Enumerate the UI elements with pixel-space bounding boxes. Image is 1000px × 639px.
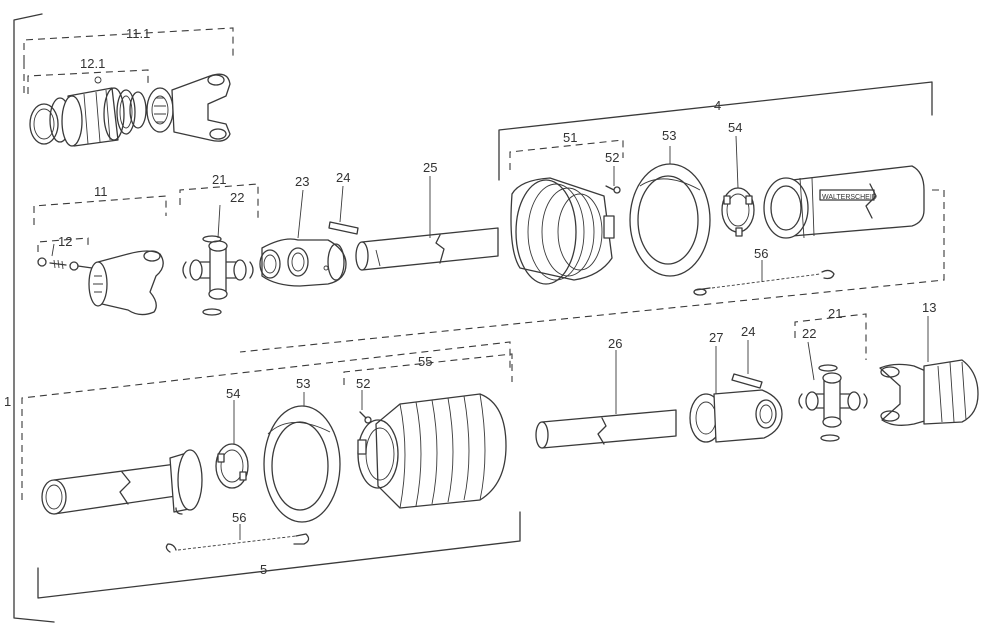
screw-12	[37, 257, 93, 271]
group-bracket-11-1	[23, 27, 234, 95]
label-24-bot: 24	[741, 324, 755, 339]
cross-journal-22-bot	[798, 364, 868, 442]
label-12-1: 12.1	[80, 56, 105, 71]
group-bracket-21-bot	[794, 313, 867, 360]
label-25: 25	[423, 160, 437, 175]
screw-52-bot	[359, 411, 372, 424]
label-55: 55	[418, 354, 432, 369]
snap-ring-large	[29, 103, 59, 145]
bellows-55	[357, 393, 507, 509]
label-11-1: 11.1	[126, 26, 150, 41]
clutch-ring-3	[129, 91, 147, 129]
label-4: 4	[714, 98, 721, 113]
label-26: 26	[608, 336, 622, 351]
label-22-top: 22	[230, 190, 244, 205]
group-bracket-51	[509, 139, 624, 170]
outer-tube-guard: WALTERSCHEID	[763, 165, 925, 239]
group-bracket-11	[33, 195, 167, 225]
group-bracket-4	[239, 81, 945, 353]
clutch-ring-2	[116, 89, 136, 135]
bearing-ring-54-bot	[215, 443, 249, 489]
chain-56-top	[693, 269, 835, 296]
yoke-top-left	[171, 73, 231, 142]
label-5: 5	[260, 562, 267, 577]
label-52-bot: 52	[356, 376, 370, 391]
label-56-bot: 56	[232, 510, 246, 525]
yoke-27	[689, 389, 783, 443]
group-bracket-21-top	[179, 183, 259, 222]
label-12: 12	[58, 234, 72, 249]
group-bracket-12	[37, 237, 89, 252]
yoke-13	[879, 359, 979, 426]
label-23: 23	[295, 174, 309, 189]
screw-52-top	[605, 185, 621, 194]
yoke-23	[259, 238, 347, 287]
part-labels: 11.1 12.1 4 51 52 53 54 56 11 12 21 22 2…	[4, 26, 936, 577]
label-1: 1	[4, 394, 11, 409]
outer-tube-lower	[41, 449, 203, 515]
inner-tube-25	[355, 227, 499, 271]
bearing-ring-53-bot	[263, 405, 341, 523]
group-bracket-5	[37, 511, 521, 599]
label-51: 51	[563, 130, 577, 145]
label-53-top: 53	[662, 128, 676, 143]
yoke-11	[88, 250, 164, 316]
leader-lines	[51, 135, 929, 540]
label-24-top: 24	[336, 170, 350, 185]
group-bracket-12-1	[27, 69, 149, 94]
label-52-top: 52	[605, 150, 619, 165]
group-bracket-1	[13, 13, 55, 623]
bearing-ring-54-top	[721, 187, 755, 237]
cross-journal-22-top	[182, 235, 254, 316]
pin-24-top	[328, 221, 359, 235]
inner-tube-26	[535, 409, 677, 449]
pin-24-bot	[731, 373, 763, 389]
group-bracket-1-lower	[21, 341, 511, 500]
label-11: 11	[94, 184, 108, 199]
brand-stamp: WALTERSCHEID	[822, 194, 877, 201]
label-56-top: 56	[754, 246, 768, 261]
label-21-top: 21	[212, 172, 226, 187]
label-22-bot: 22	[802, 326, 816, 341]
splined-hub	[146, 87, 174, 133]
group-bracket-55	[343, 353, 513, 385]
bearing-ring-53-top	[629, 163, 711, 277]
label-13: 13	[922, 300, 936, 315]
label-53-bot: 53	[296, 376, 310, 391]
clutch-housing	[61, 76, 125, 147]
protection-cone-51	[510, 177, 615, 285]
label-54-bot: 54	[226, 386, 240, 401]
label-54-top: 54	[728, 120, 742, 135]
label-27: 27	[709, 330, 723, 345]
label-21-bot: 21	[828, 306, 842, 321]
chain-56-bot	[165, 533, 310, 553]
